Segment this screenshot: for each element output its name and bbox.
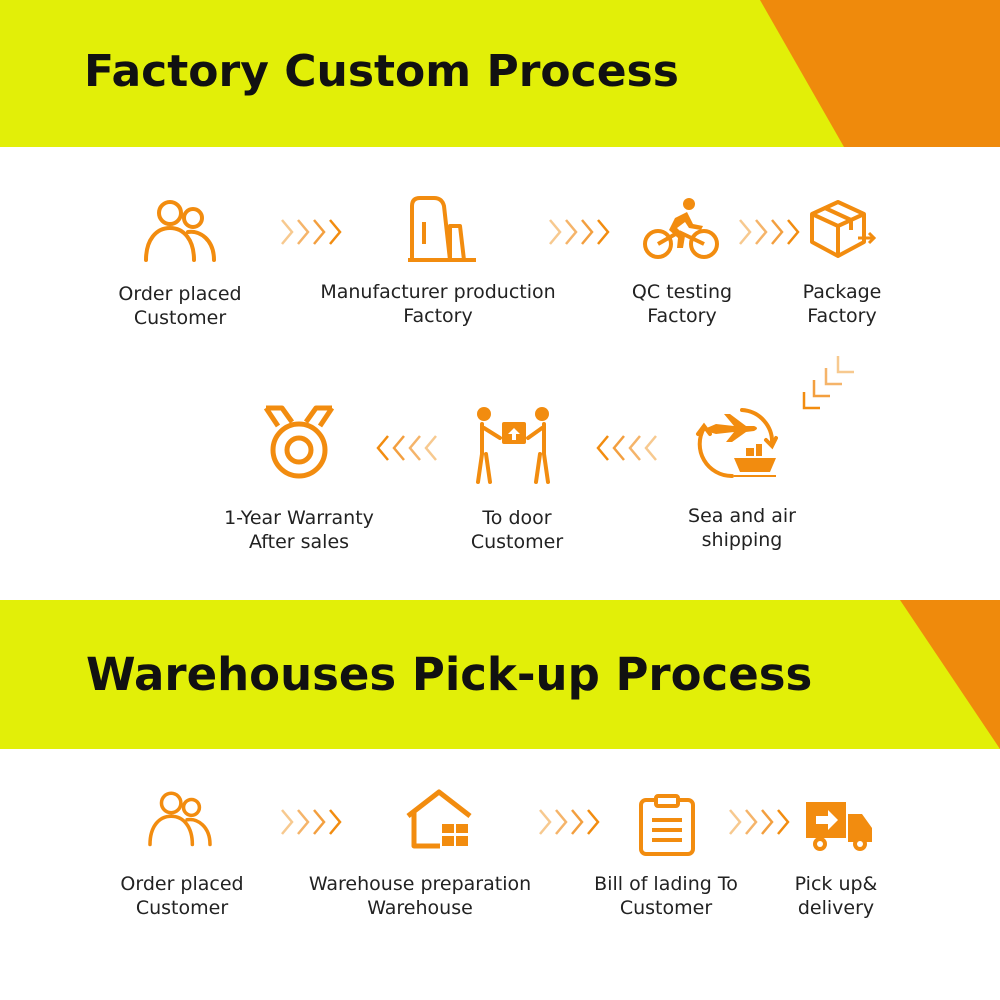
chevron-right-arrows-icon [549, 219, 610, 245]
factory-process-banner [0, 0, 1000, 147]
banner-corner-decoration [760, 0, 1000, 147]
warehouse-process-title: Warehouses Pick-up Process [86, 648, 813, 701]
cyclist-icon [643, 198, 719, 259]
chevron-left-arrows-icon [376, 435, 437, 461]
chevron-left-arrows-icon [596, 435, 657, 461]
chevron-right-arrows-icon [539, 809, 600, 835]
delivery-handover-icon [476, 407, 550, 484]
warehouse-process-banner [0, 600, 1000, 749]
people-icon [144, 200, 216, 262]
chevron-right-arrows-icon [739, 219, 800, 245]
medal-warranty-icon [263, 405, 335, 479]
chevron-right-arrows-icon [729, 809, 790, 835]
chevron-down-left-arrows-icon [802, 356, 854, 410]
factory-building-icon [408, 196, 476, 262]
plane-ship-shipping-icon [696, 408, 778, 479]
box-package-icon [810, 200, 877, 258]
people-icon [148, 791, 212, 847]
clipboard-icon [639, 794, 695, 856]
banner-corner-decoration [900, 600, 1000, 749]
chevron-right-arrows-icon [281, 809, 342, 835]
step-label: Pick up&delivery [794, 873, 878, 919]
warehouse-icon [406, 789, 472, 849]
chevron-right-arrows-icon [281, 219, 342, 245]
delivery-truck-icon [806, 802, 872, 851]
factory-process-title: Factory Custom Process [84, 46, 679, 97]
